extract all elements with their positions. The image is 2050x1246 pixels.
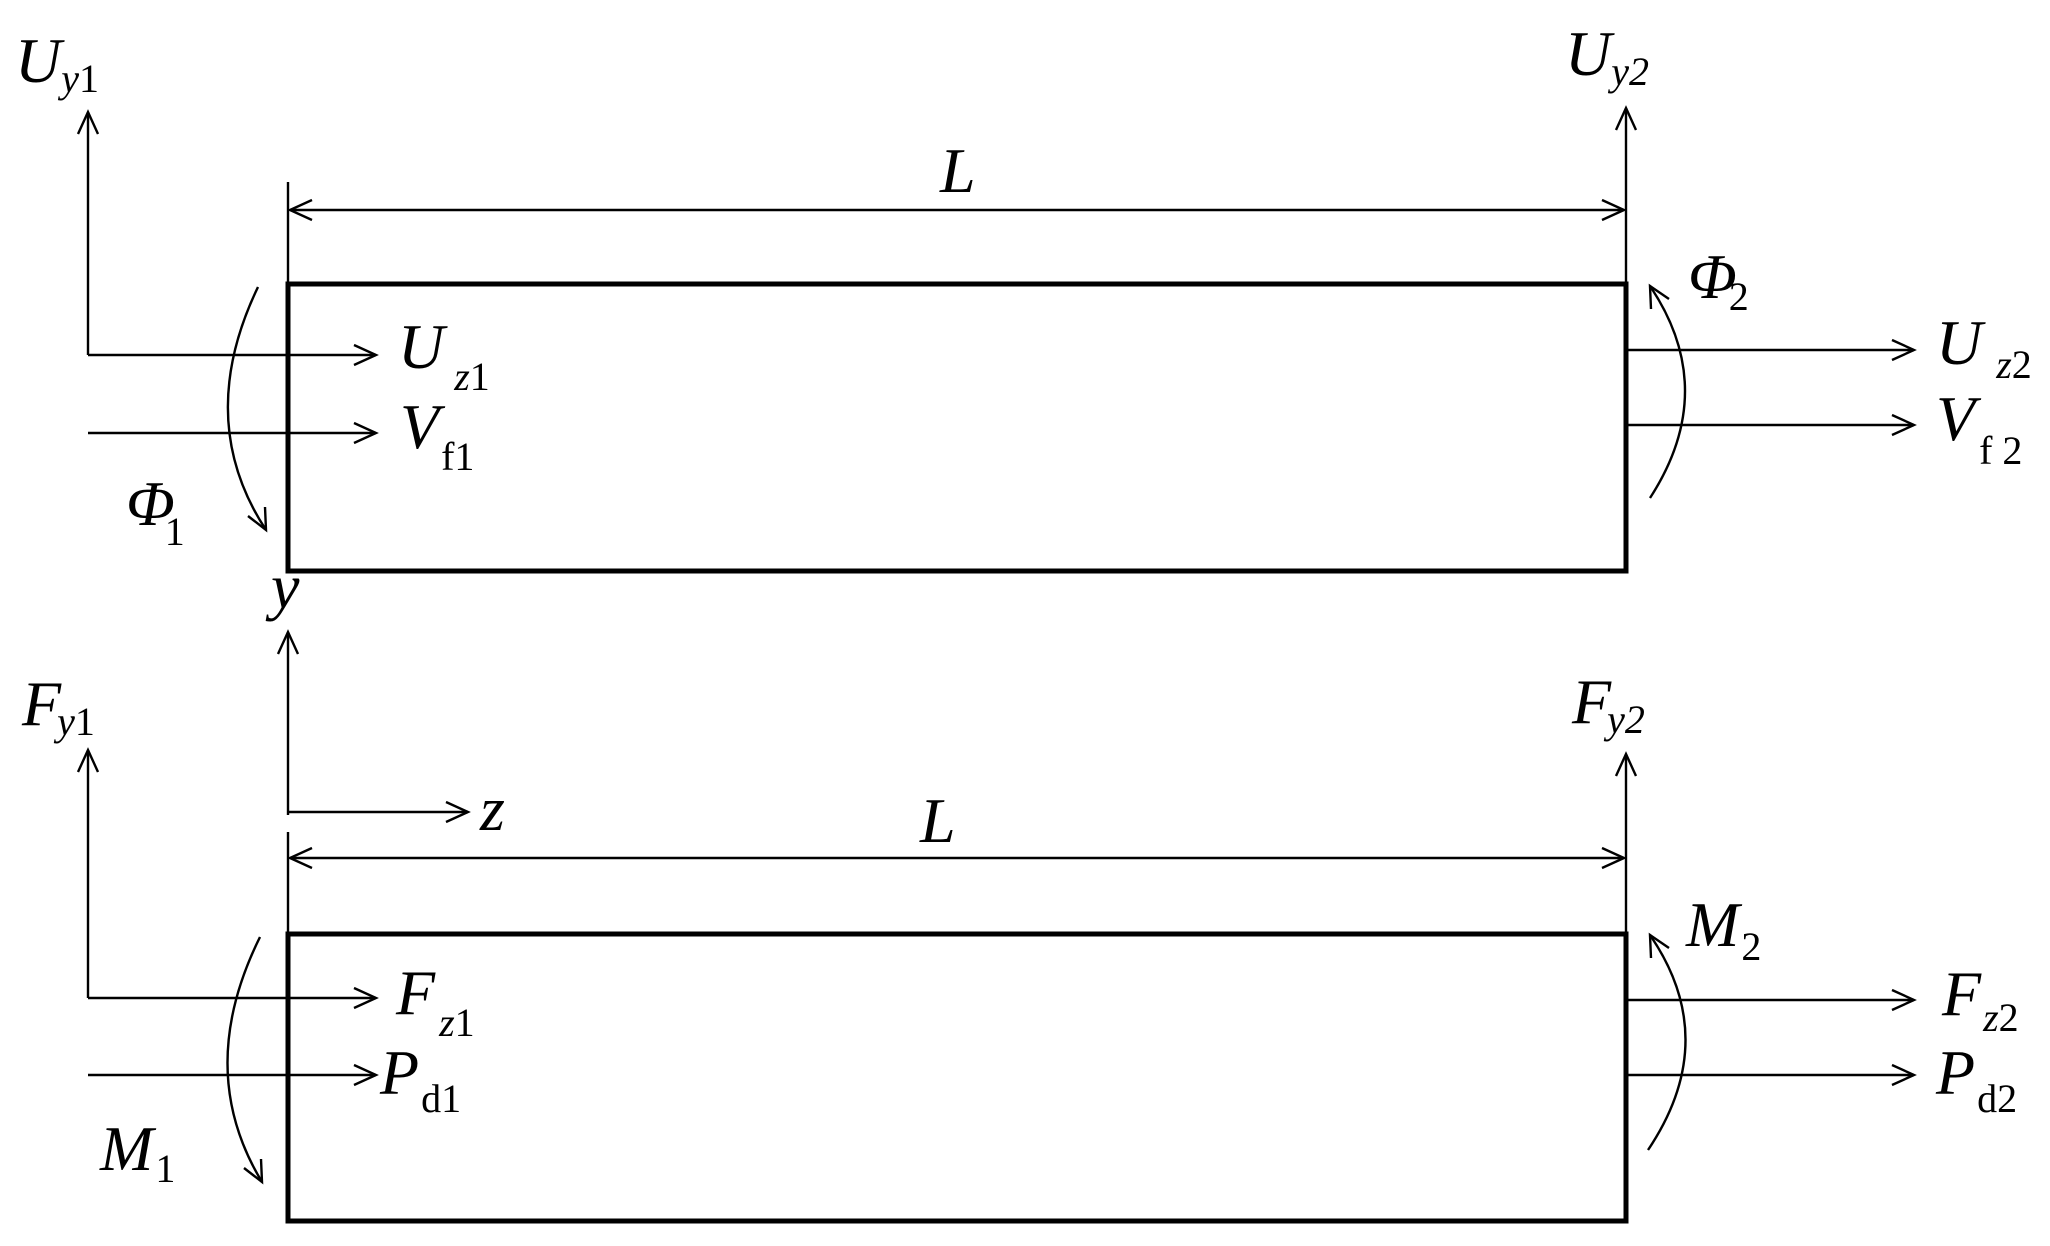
top-beam-rect bbox=[285, 281, 1629, 574]
fy1-arrow bbox=[76, 747, 100, 998]
pd1-arrow bbox=[88, 1063, 379, 1087]
coordinate-axes: y z bbox=[265, 551, 505, 844]
bottom-length-dimension bbox=[286, 832, 1627, 934]
uy2-arrow bbox=[1614, 105, 1638, 284]
pd2-arrow bbox=[1626, 1063, 1917, 1087]
pd2-label: Pd2 bbox=[1935, 1037, 2017, 1121]
uy1-label: Uy1 bbox=[15, 25, 99, 101]
fz2-arrow bbox=[1626, 988, 1917, 1012]
fy2-label: Fy2 bbox=[1571, 666, 1645, 742]
bottom-length-label: L bbox=[919, 785, 956, 856]
vf1-label: Vf1 bbox=[400, 391, 474, 479]
fy1-label: Fy1 bbox=[21, 668, 95, 744]
uz2-arrow bbox=[1626, 338, 1917, 362]
m2-label: M2 bbox=[1685, 889, 1761, 969]
y-axis-label: y bbox=[265, 551, 300, 622]
top-length-dimension bbox=[286, 182, 1627, 284]
uz1-arrow bbox=[88, 343, 379, 367]
z-axis-arrow bbox=[288, 800, 471, 824]
phi1-arrow bbox=[226, 286, 268, 533]
fy2-arrow bbox=[1614, 751, 1638, 934]
y-axis-arrow bbox=[276, 629, 300, 815]
z-axis-label: z bbox=[479, 773, 505, 844]
phi2-label: Φ2 bbox=[1688, 241, 1749, 319]
vf2-arrow bbox=[1626, 413, 1917, 437]
uy2-label: Uy2 bbox=[1565, 18, 1649, 94]
m1-label: M1 bbox=[99, 1113, 175, 1191]
uy1-arrow bbox=[76, 109, 100, 355]
m2-arrow bbox=[1647, 932, 1687, 1151]
bottom-beam-rect bbox=[285, 931, 1629, 1224]
phi2-arrow bbox=[1648, 283, 1687, 499]
phi1-label: Φ1 bbox=[126, 468, 185, 554]
pd1-label: Pd1 bbox=[379, 1037, 461, 1121]
m1-arrow bbox=[226, 936, 264, 1185]
vf1-arrow bbox=[88, 421, 379, 445]
fz2-label: Fz2 bbox=[1941, 958, 2019, 1040]
fz1-arrow bbox=[88, 986, 379, 1010]
top-length-label: L bbox=[939, 135, 976, 206]
